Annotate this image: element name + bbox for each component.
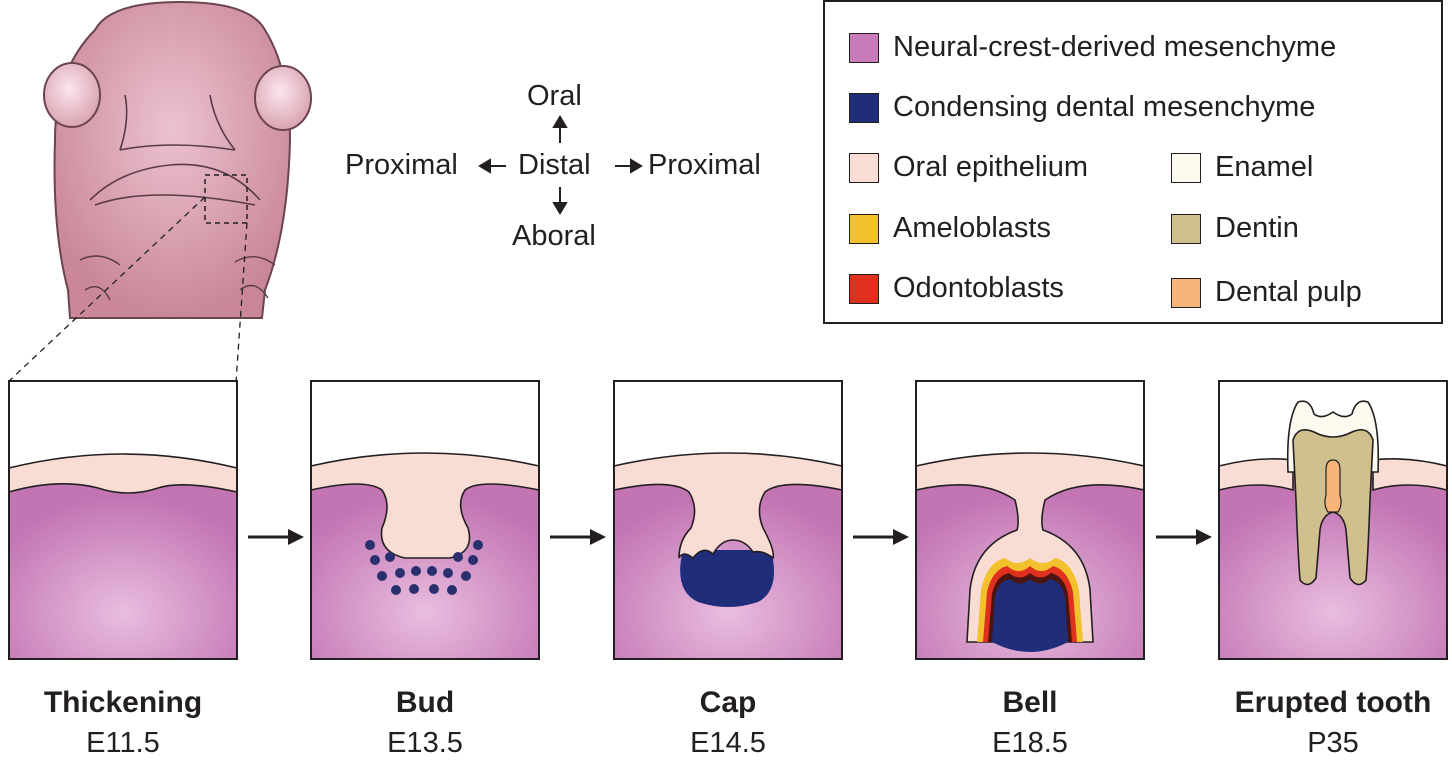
legend-item: Neural-crest-derived mesenchyme — [849, 31, 1336, 64]
legend-item: Oral epithelium — [849, 151, 1088, 184]
legend-label: Odontoblasts — [893, 272, 1064, 305]
stage-age: E14.5 — [598, 727, 858, 760]
stage-age: E13.5 — [295, 727, 555, 760]
legend-label: Ameloblasts — [893, 212, 1051, 245]
stage-arrow-icon — [248, 525, 304, 549]
panel-cap — [613, 380, 843, 660]
stage-age: P35 — [1203, 727, 1452, 760]
orientation-compass: Oral Distal Proximal Proximal Aboral — [330, 75, 790, 265]
stage-name: Thickening — [0, 686, 253, 720]
dental-papilla — [992, 579, 1068, 652]
legend-item: Condensing dental mesenchyme — [849, 91, 1315, 124]
panel-erupted-tooth — [1218, 380, 1448, 660]
legend-label: Neural-crest-derived mesenchyme — [893, 31, 1336, 64]
stage-arrow-icon — [1156, 525, 1212, 549]
legend-swatch — [1171, 214, 1201, 244]
stage-age: E11.5 — [0, 727, 253, 760]
legend-swatch — [1171, 153, 1201, 183]
arrow-right-icon — [631, 160, 641, 172]
legend-swatch — [849, 153, 879, 183]
legend-swatch — [849, 214, 879, 244]
stage-arrow-icon — [853, 525, 909, 549]
compass-arrows — [330, 75, 790, 265]
stage-name: Cap — [598, 686, 858, 720]
panel-thickening — [8, 380, 238, 660]
legend-label: Condensing dental mesenchyme — [893, 91, 1315, 124]
panel-bud — [310, 380, 540, 660]
legend-label: Dentin — [1215, 212, 1299, 245]
legend-swatch — [849, 33, 879, 63]
legend-label: Dental pulp — [1215, 276, 1362, 309]
legend-swatch — [849, 93, 879, 123]
legend-box: Neural-crest-derived mesenchyme Condensi… — [823, 0, 1443, 324]
legend-swatch — [1171, 278, 1201, 308]
legend-item: Odontoblasts — [849, 272, 1064, 305]
stage-name: Bud — [295, 686, 555, 720]
arrow-left-icon — [480, 160, 490, 172]
legend-item: Dental pulp — [1171, 276, 1362, 309]
legend-item: Dentin — [1171, 212, 1299, 245]
stage-name: Bell — [900, 686, 1160, 720]
legend-swatch — [849, 274, 879, 304]
arrow-down-icon — [554, 203, 566, 213]
panel-bell — [915, 380, 1145, 660]
mesenchyme — [9, 478, 237, 660]
dental-mesenchyme — [680, 550, 774, 607]
legend-item: Enamel — [1171, 151, 1313, 184]
stage-name: Erupted tooth — [1203, 686, 1452, 720]
legend-label: Oral epithelium — [893, 151, 1088, 184]
right-eye-icon — [255, 66, 311, 130]
zoom-lines — [0, 0, 260, 390]
stage-arrow-icon — [550, 525, 606, 549]
stage-age: E18.5 — [900, 727, 1160, 760]
legend-label: Enamel — [1215, 151, 1313, 184]
legend-item: Ameloblasts — [849, 212, 1051, 245]
arrow-up-icon — [554, 117, 566, 127]
dental-pulp — [1325, 460, 1341, 512]
